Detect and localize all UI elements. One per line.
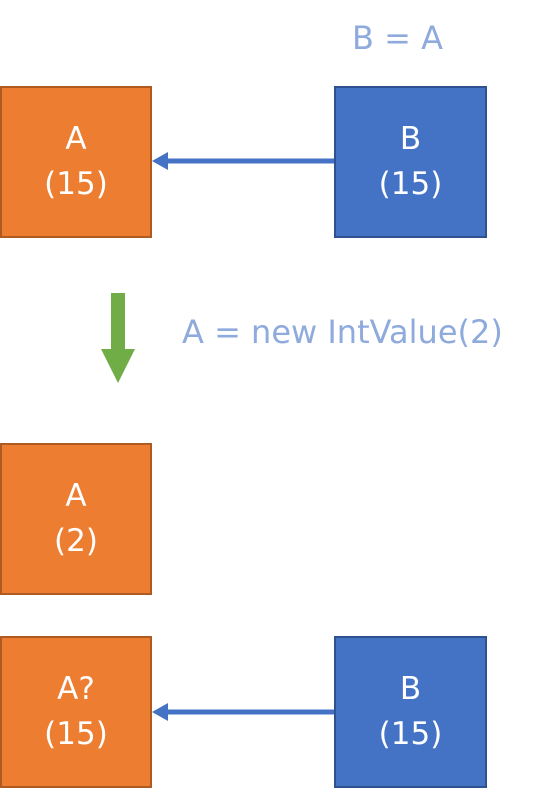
box-a-new: A (2) <box>0 443 152 595</box>
assignment-caption: B = A <box>352 19 443 57</box>
box-b-after-value: (15) <box>378 716 443 752</box>
box-a-new-value: (2) <box>54 523 98 559</box>
box-b-before-value: (15) <box>378 166 443 202</box>
box-a-before-name: A <box>65 121 87 157</box>
box-b-before-name: B <box>399 121 422 157</box>
box-b-after-name: B <box>399 671 422 707</box>
box-a-new-name: A <box>65 478 87 514</box>
step-down-arrow-icon <box>101 293 135 383</box>
box-a-old: A? (15) <box>0 636 152 788</box>
box-b-after: B (15) <box>334 636 487 788</box>
box-a-old-value: (15) <box>44 716 108 752</box>
box-b-before: B (15) <box>334 86 487 238</box>
reference-arrow-before <box>152 152 334 170</box>
step-caption: A = new IntValue(2) <box>182 313 503 351</box>
box-a-before-value: (15) <box>44 166 108 202</box>
reference-arrow-after <box>152 703 334 721</box>
box-a-old-name: A? <box>57 671 95 707</box>
box-a-before: A (15) <box>0 86 152 238</box>
